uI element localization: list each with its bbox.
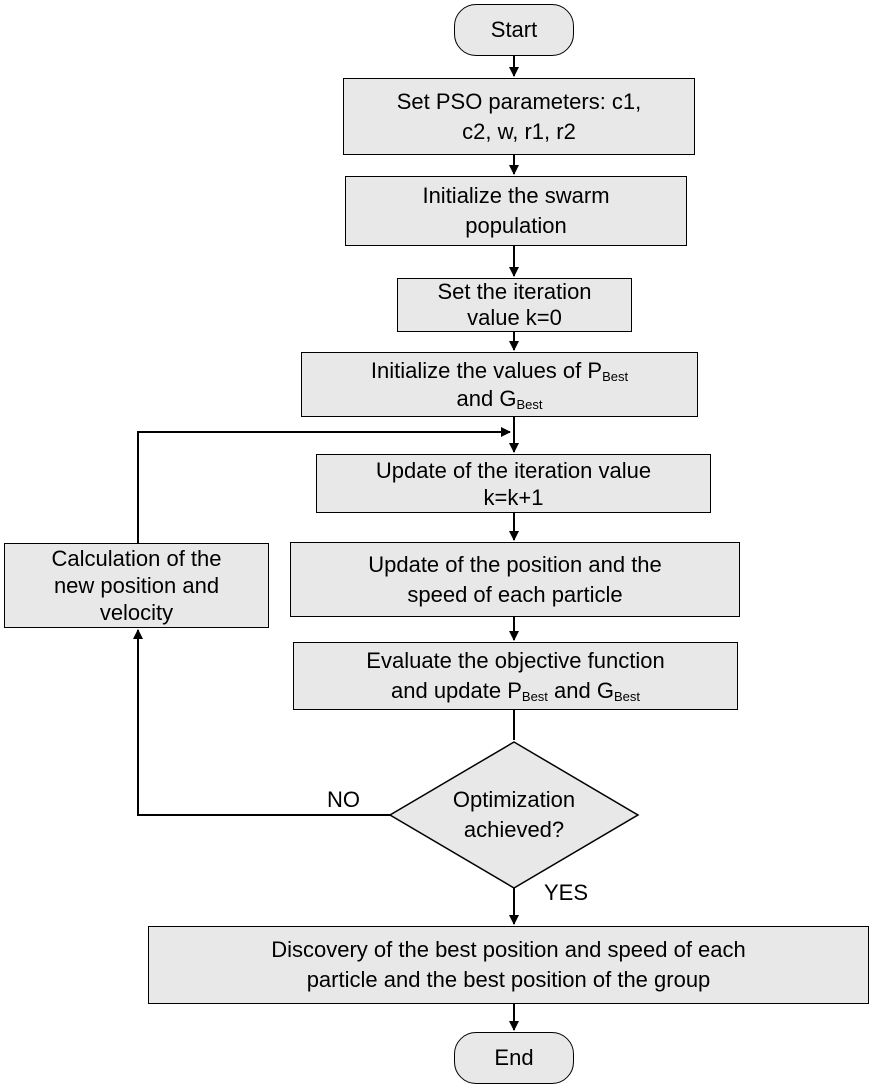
init-best-line1: Initialize the values of PBest [371, 357, 628, 385]
discovery-line2: particle and the best position of the gr… [306, 967, 711, 992]
set-iteration-box: Set the iteration value k=0 [397, 278, 632, 332]
arrow-no-to-calc [133, 629, 390, 816]
update-iteration-line2: k=k+1 [483, 484, 544, 510]
init-swarm-line2: population [465, 213, 567, 238]
set-params-line1: Set PSO parameters: c1, [396, 88, 642, 114]
calc-new-line3: velocity [99, 600, 174, 625]
decision-line2: achieved? [463, 817, 565, 842]
decision-line1: Optimization [452, 787, 576, 812]
start-label: Start [490, 17, 538, 42]
decision-diamond [388, 741, 640, 889]
no-label: NO [327, 787, 360, 812]
init-best-line2-text: and G [456, 385, 517, 411]
end-terminal: End [454, 1032, 574, 1084]
calc-new-line2: new position and [53, 573, 220, 598]
calc-new-position-box: Calculation of the new position and velo… [4, 543, 269, 628]
update-iteration-box: Update of the iteration value k=k+1 [316, 454, 711, 513]
decision-label: Optimization achieved? [414, 782, 614, 848]
set-params-box: Set PSO parameters: c1, c2, w, r1, r2 [343, 78, 695, 155]
init-best-box: Initialize the values of PBest and GBest [301, 352, 698, 417]
update-iteration-line1: Update of the iteration value [375, 457, 652, 483]
init-swarm-line1: Initialize the swarm [422, 183, 610, 208]
init-best-line2: and GBest [371, 385, 628, 413]
end-label: End [494, 1045, 534, 1070]
discovery-box: Discovery of the best position and speed… [148, 926, 869, 1004]
evaluate-gbest-sub: Best [613, 689, 640, 704]
update-position-box: Update of the position and the speed of … [290, 542, 740, 617]
init-best-gbest-sub: Best [516, 396, 543, 412]
discovery-line1: Discovery of the best position and speed… [271, 937, 746, 962]
init-best-line1-text: Initialize the values of P [370, 357, 603, 383]
init-swarm-box: Initialize the swarm population [345, 176, 687, 246]
set-iteration-line1: Set the iteration [437, 279, 592, 304]
evaluate-box: Evaluate the objective function and upda… [293, 642, 738, 710]
start-terminal: Start [454, 4, 574, 56]
evaluate-line2: and update PBest and GBest [366, 676, 664, 706]
arrow-calc-to-loop [137, 427, 511, 543]
init-best-pbest-sub: Best [602, 368, 629, 384]
calc-new-line1: Calculation of the [51, 546, 222, 571]
update-position-line2: speed of each particle [407, 581, 623, 607]
yes-label: YES [544, 880, 589, 905]
set-iteration-line2: value k=0 [467, 305, 562, 330]
evaluate-pbest-sub: Best [521, 689, 548, 704]
update-position-line1: Update of the position and the [368, 551, 662, 577]
evaluate-line1: Evaluate the objective function [366, 648, 665, 673]
evaluate-line2-text: and update P [391, 678, 522, 703]
set-params-line2: c2, w, r1, r2 [462, 118, 576, 144]
evaluate-line2-mid: and G [547, 678, 614, 703]
